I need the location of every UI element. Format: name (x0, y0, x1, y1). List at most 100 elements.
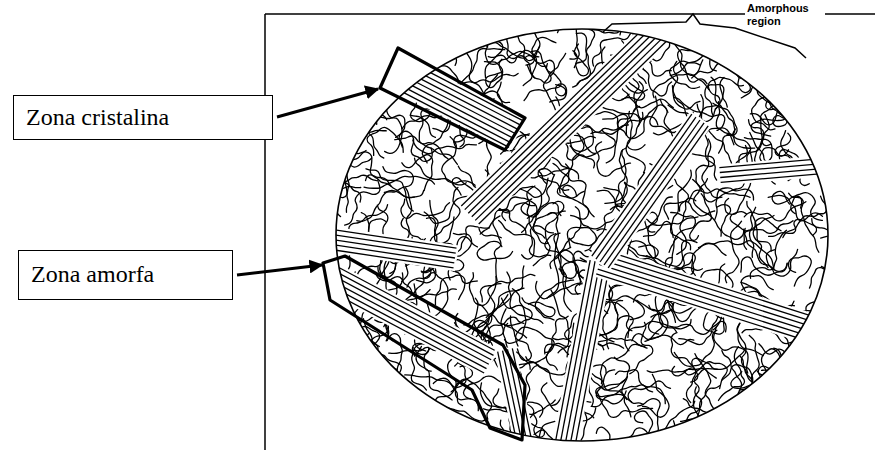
amorphous-chain (431, 428, 476, 443)
leader-arrow (277, 89, 378, 117)
crystalline-lamella (323, 263, 499, 376)
amorphous-chain (735, 435, 793, 450)
amorphous-chain (374, 399, 415, 450)
amorphous-chain (411, 339, 429, 390)
amorphous-chain (376, 401, 393, 450)
amorphous-chain (794, 50, 840, 66)
amorphous-chain (339, 381, 385, 410)
amorphous-chain (642, 374, 669, 417)
lamella-ground (323, 263, 499, 376)
label-box: Zona cristalina (13, 95, 273, 140)
amorphous-chain (731, 419, 764, 437)
amorphous-chain (368, 95, 384, 158)
folded-chain (468, 28, 658, 213)
amorphous-chain (335, 354, 367, 409)
box-label: Zona amorfa (31, 261, 154, 289)
amorphous-chain (325, 369, 361, 408)
amorphous-chain (787, 100, 851, 109)
amorphous-chain (380, 9, 427, 43)
amorphous-outline (323, 256, 525, 440)
amorphous-chain (812, 112, 858, 131)
folded-chain (335, 240, 455, 258)
folded-chain (382, 81, 509, 147)
crystalline-lamella (588, 111, 712, 271)
amorphous-chain (410, 115, 448, 159)
amorphous-chain (311, 119, 338, 178)
amorphous-chain (550, 84, 567, 102)
amorphous-chain (499, 221, 535, 260)
amorphous-chain (788, 256, 811, 286)
amorphous-chain (596, 142, 631, 176)
amorphous-chain (484, 437, 513, 450)
amorphous-chain (573, 44, 589, 76)
amorphous-chain (570, 207, 597, 246)
amorphous-chain (395, 136, 458, 164)
amorphous-chain (750, 54, 786, 76)
amorphous-chain (808, 53, 838, 99)
amorphous-chain (785, 408, 799, 450)
amorphous-chain (313, 392, 366, 425)
amorphous-chain (522, 175, 555, 233)
amorphous-chain (600, 344, 647, 383)
amorphous-chain (674, 330, 717, 366)
amorphous-chain (799, 56, 854, 80)
amorphous-chain (529, 226, 553, 257)
amorphous-chain (693, 428, 717, 450)
amorphous-chain (758, 366, 787, 401)
amorphous-chain (547, 233, 560, 298)
amorphous-chain (296, 424, 338, 450)
amorphous-chain (594, 0, 639, 33)
amorphous-chain (626, 112, 646, 138)
amorphous-chain (742, 30, 789, 70)
amorphous-chain (367, 127, 403, 155)
amorphous-chain (749, 120, 773, 165)
amorphous-chain (342, 35, 396, 53)
amorphous-chain (789, 193, 819, 252)
amorphous-chain (372, 62, 410, 120)
amorphous-chain (435, 275, 465, 304)
label-box: Zona amorfa (18, 250, 233, 300)
folded-chain (575, 264, 610, 447)
amorphous-chain (481, 30, 502, 64)
amorphous-chain (677, 198, 696, 254)
amorphous-chain (738, 55, 751, 93)
amorphous-chain (340, 440, 381, 450)
amorphous-chain (647, 368, 716, 378)
amorphous-chain (644, 221, 691, 249)
amorphous-chain (821, 253, 875, 268)
folded-chain (565, 262, 600, 445)
amorphous-chain (606, 106, 639, 163)
folded-chain (461, 21, 651, 206)
folded-chain (720, 163, 835, 173)
amorphous-chain (671, 387, 702, 443)
amorphous-chain (784, 421, 816, 450)
folded-chain (336, 230, 456, 248)
folded-chain (472, 32, 662, 217)
folded-chain (555, 260, 590, 443)
region-label: Amorphous region (745, 2, 825, 27)
amorphous-chain (303, 193, 340, 238)
amorphous-chain (821, 210, 875, 238)
amorphous-chain (725, 221, 741, 282)
lamella-ground (552, 258, 613, 450)
amorphous-chain (653, 74, 709, 98)
amorphous-chain (744, 221, 793, 250)
folded-chain (465, 25, 655, 210)
amorphous-chain (357, 191, 414, 222)
lamella-ground (588, 111, 712, 271)
amorphous-chain (385, 100, 402, 154)
amorphous-chain (773, 356, 809, 391)
polymer-chains (275, 0, 875, 450)
amorphous-chain (329, 72, 352, 111)
amorphous-chain (313, 384, 364, 419)
folded-chain (596, 274, 826, 347)
amorphous-chain (533, 211, 565, 266)
folded-chain (600, 120, 700, 262)
amorphous-chain (328, 57, 368, 81)
amorphous-chain (810, 129, 862, 150)
amorphous-chain (414, 11, 473, 30)
amorphous-chain (464, 315, 527, 338)
amorphous-chain (574, 17, 594, 67)
amorphous-chain (761, 65, 801, 114)
